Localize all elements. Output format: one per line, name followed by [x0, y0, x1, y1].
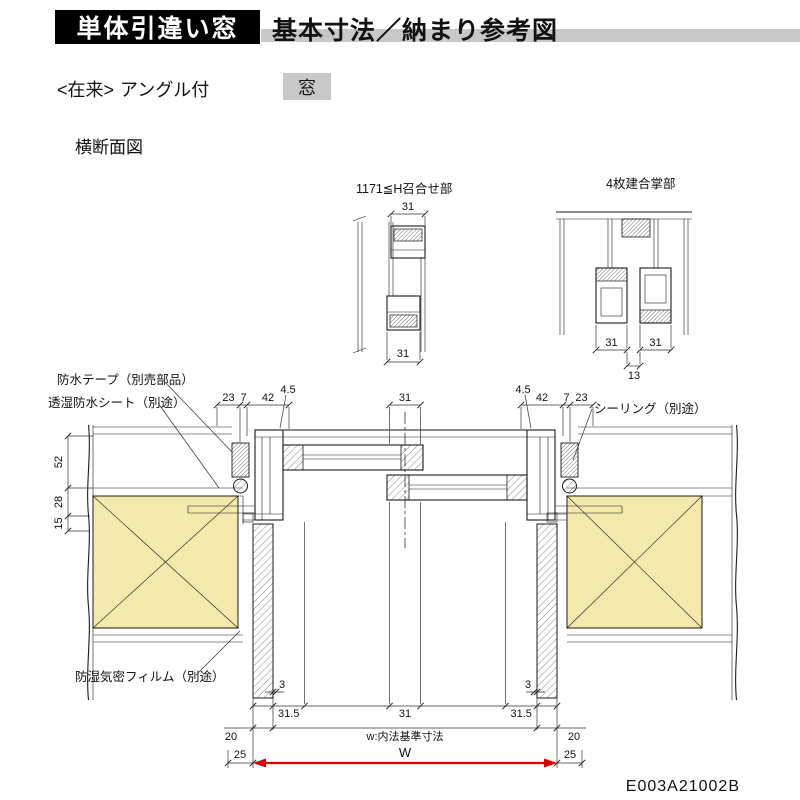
dim-left-7: 7 [240, 392, 246, 404]
dim-center-31: 31 [399, 392, 411, 404]
title-underline-bar [261, 29, 800, 42]
dim-vert-15: 15 [53, 517, 65, 529]
left-sealing-backer [233, 478, 248, 494]
dim-gassho-left: 31 [605, 337, 617, 349]
dim-meeting-bottom: 31 [397, 348, 409, 360]
meeting-detail-label: 1171≦H召合せ部 [356, 181, 452, 196]
width-arrowhead-left [253, 758, 266, 768]
drawing-code: E003A21002B [626, 778, 740, 795]
dim-left-4-5: 4.5 [280, 384, 295, 396]
dim-bottom-right-31-5: 31.5 [510, 708, 531, 720]
right-waterproof-tape-block [560, 442, 579, 478]
dim-gassho-right: 31 [649, 337, 661, 349]
left-waterproof-tape-block [231, 442, 250, 478]
dim-vert-52: 52 [53, 456, 65, 468]
right-sealing-backer [562, 478, 577, 494]
width-dimension-arrow: 25 W 25 [224, 745, 586, 768]
callout-sealing: シーリング（別途） [594, 401, 707, 416]
left-angle [242, 512, 254, 523]
dim-right-23: 23 [575, 392, 587, 404]
dim-left-25: 25 [234, 749, 246, 761]
callout-labels: 防水テープ（別売部品） 透湿防水シート（別途） 防湿気密フィルム（別途） シーリ… [48, 372, 707, 684]
dim-bottom-left-3: 3 [279, 679, 285, 691]
dim-bottom-left-20: 20 [225, 731, 237, 743]
right-trim-column [536, 523, 558, 699]
callout-waterproof-tape: 防水テープ（別売部品） [57, 372, 194, 387]
dim-right-25: 25 [564, 749, 576, 761]
dim-bottom-center-31: 31 [399, 708, 411, 720]
dim-bottom-right-3: 3 [525, 679, 531, 691]
right-angle [546, 512, 558, 523]
four-panel-joint-detail: 4枚建合掌部 31 31 13 [556, 176, 692, 382]
section-view-label: 横断面図 [75, 138, 143, 157]
page-title: 基本寸法／納まり参考図 [272, 17, 559, 45]
dim-meeting-top: 31 [402, 201, 414, 213]
left-wall-section [87, 424, 250, 701]
callout-breathable-sheet: 透湿防水シート（別途） [48, 395, 186, 410]
meeting-stile-detail: 1171≦H召合せ部 31 31 [352, 181, 452, 366]
dim-gassho-overlap: 13 [628, 370, 640, 382]
subtitle-zairai: <在来> [57, 80, 115, 100]
title-badge: 単体引違い窓 [55, 10, 260, 44]
window-frame-plan [187, 412, 623, 548]
dim-width-letter: W [399, 745, 412, 760]
dim-left-42: 42 [262, 392, 274, 404]
right-wall-section [560, 424, 738, 701]
dim-right-4-5: 4.5 [515, 384, 530, 396]
top-dimensions: 23 7 42 31 42 7 23 4.5 4.5 [213, 384, 597, 444]
subtitle-angle: アングル付 [120, 80, 210, 100]
trim-columns [252, 523, 558, 699]
dim-bottom-right-20: 20 [568, 731, 580, 743]
dim-right-7: 7 [563, 392, 569, 404]
bottom-dimensions: 3 3 31.5 31 31.5 20 w:内法基準寸法 20 [224, 502, 586, 768]
dim-vert-28: 28 [53, 496, 65, 508]
right-jamb [526, 429, 556, 521]
dim-bottom-left-31-5: 31.5 [278, 708, 299, 720]
inner-width-label: w:内法基準寸法 [366, 729, 444, 743]
left-trim-column [252, 523, 274, 699]
dim-left-23: 23 [222, 392, 234, 404]
left-jamb [254, 429, 284, 521]
subtitle-window-badge: 窓 [283, 73, 331, 100]
width-arrowhead-right [544, 758, 557, 768]
left-vertical-dimensions: 52 28 15 [53, 432, 93, 535]
gassho-detail-label: 4枚建合掌部 [606, 176, 675, 191]
dim-right-42: 42 [536, 392, 548, 404]
callout-vapor-film: 防湿気密フィルム（別途） [75, 669, 225, 684]
